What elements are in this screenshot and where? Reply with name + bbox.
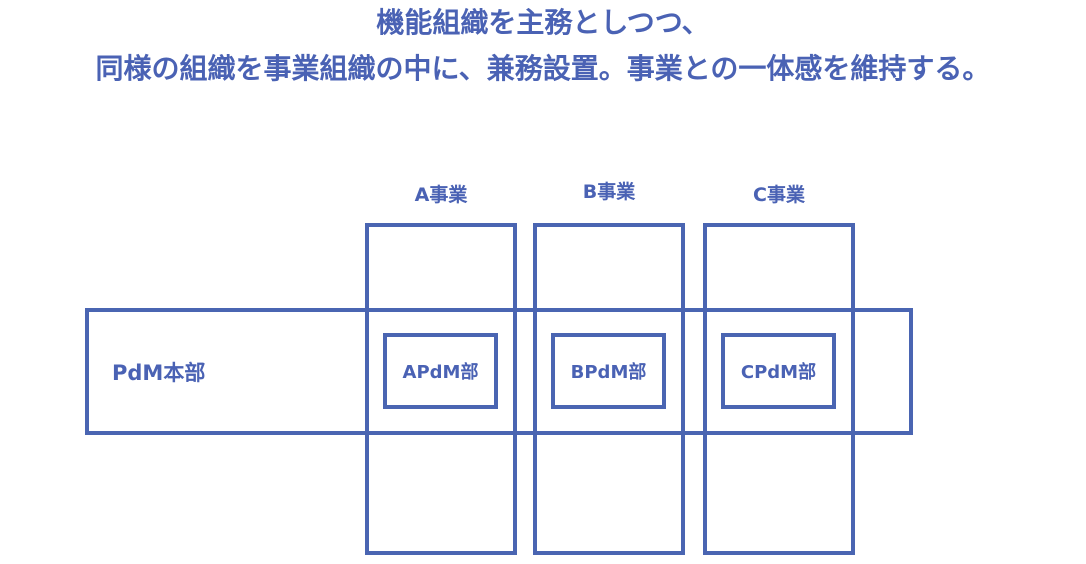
- division-column-a: [365, 223, 517, 555]
- sub-unit-label-b: BPdM部: [570, 362, 647, 383]
- division-label-b: B事業: [582, 181, 636, 203]
- pdm-headquarters-band: [85, 308, 913, 435]
- sub-unit-label-c: CPdM部: [740, 362, 817, 383]
- title-line-2: 同様の組織を事業組織の中に、兼務設置。事業との一体感を維持する。: [95, 52, 991, 85]
- division-column-b: [533, 223, 685, 555]
- title-line-1: 機能組織を主務としつつ、: [376, 6, 710, 39]
- pdm-headquarters-label: PdM本部: [112, 361, 206, 385]
- sub-unit-box-c: [721, 333, 836, 409]
- sub-unit-box-a: [383, 333, 498, 409]
- sub-unit-label-a: APdM部: [402, 362, 479, 383]
- sub-unit-box-b: [551, 333, 666, 409]
- division-column-c: [703, 223, 855, 555]
- division-label-c: C事業: [753, 184, 805, 206]
- division-label-a: A事業: [414, 184, 468, 206]
